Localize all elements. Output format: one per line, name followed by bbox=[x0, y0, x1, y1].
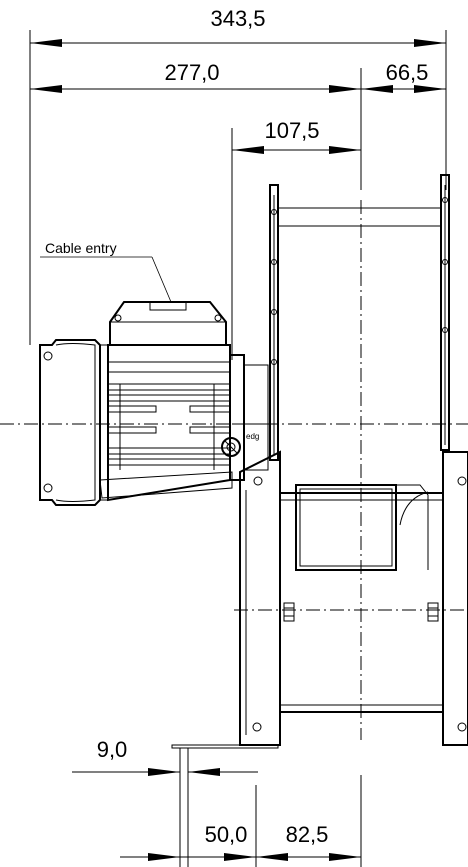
stand-frame bbox=[171, 450, 468, 749]
dimension-outlet-side: 66,5 bbox=[361, 60, 446, 93]
mounting-hole-icon bbox=[457, 722, 467, 732]
earth-icon bbox=[221, 437, 241, 457]
rivet-icon bbox=[271, 309, 277, 315]
centre-lines bbox=[0, 200, 468, 740]
dim-label-outlet-side: 66,5 bbox=[386, 60, 429, 85]
mounting-hole-icon bbox=[457, 476, 467, 486]
cable-entry-label: Cable entry bbox=[45, 240, 117, 256]
rivet-icon bbox=[442, 327, 448, 333]
dimension-overall-width: 343,5 bbox=[29, 6, 447, 345]
rivet-icon bbox=[442, 259, 448, 265]
rivet-icon bbox=[442, 197, 448, 203]
terminal-box bbox=[109, 301, 227, 346]
earth-mark-label: edg bbox=[246, 432, 259, 441]
dim-label-foot-a: 50,0 bbox=[205, 822, 248, 847]
mounting-hole-icon bbox=[252, 722, 262, 732]
dim-label-flange-thickness: 9,0 bbox=[97, 737, 128, 762]
fan-housing bbox=[269, 174, 450, 461]
dimension-inlet-offset: 107,5 bbox=[231, 118, 361, 360]
rivet-icon bbox=[271, 359, 277, 365]
dimension-flange-thickness: 9,0 bbox=[72, 737, 258, 867]
dimension-foot-spacing: 50,0 82,5 bbox=[120, 775, 362, 867]
dim-label-overall-width: 343,5 bbox=[210, 6, 265, 31]
screw-icon bbox=[43, 351, 53, 361]
dim-label-foot-b: 82,5 bbox=[286, 822, 329, 847]
cable-entry-callout: Cable entry bbox=[40, 240, 172, 303]
cooling-fins bbox=[107, 383, 231, 470]
dim-label-inlet-offset: 107,5 bbox=[264, 118, 319, 143]
dim-label-motor-side: 277,0 bbox=[164, 60, 219, 85]
screw-icon bbox=[114, 314, 122, 322]
dimension-motor-side: 277,0 bbox=[30, 60, 362, 190]
screw-icon bbox=[43, 483, 53, 493]
motor-assembly: edg bbox=[39, 301, 269, 506]
screw-icon bbox=[214, 314, 222, 322]
rivet-icon bbox=[271, 259, 277, 265]
rivet-icon bbox=[271, 209, 277, 215]
mounting-hole-icon bbox=[253, 476, 263, 486]
